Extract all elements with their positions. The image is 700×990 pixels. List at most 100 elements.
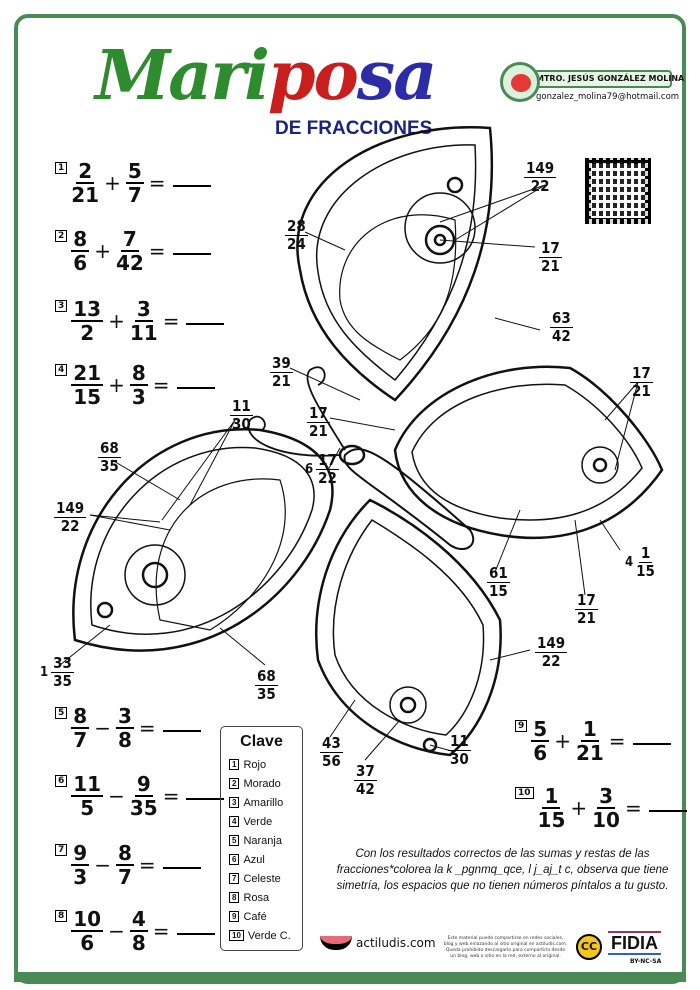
- qr-code-pattern: [585, 158, 651, 224]
- numerator: 4: [129, 907, 148, 932]
- answer-blank[interactable]: [176, 933, 215, 935]
- answer-blank[interactable]: [186, 323, 225, 325]
- cc-icon: CC: [576, 934, 602, 960]
- key-title: Clave: [240, 733, 283, 750]
- numerator: 11: [448, 732, 471, 751]
- answer-blank[interactable]: [172, 253, 211, 255]
- exercise-number: 1: [55, 162, 68, 174]
- operator: +: [104, 171, 121, 195]
- numerator: 17: [539, 239, 562, 258]
- key-number: 2: [229, 778, 240, 789]
- answer-blank[interactable]: [176, 387, 215, 389]
- denominator: 6: [533, 741, 548, 765]
- numerator: 11: [230, 397, 253, 416]
- key-number: 1: [229, 759, 240, 770]
- denominator: 7: [127, 183, 142, 207]
- numerator: 1: [580, 717, 599, 742]
- exercise-number: 4: [55, 364, 68, 376]
- numerator: 8: [115, 841, 134, 866]
- denominator: 6: [73, 251, 88, 275]
- page-title: Mariposa: [95, 36, 437, 116]
- denominator: 42: [356, 780, 375, 798]
- answer-blank[interactable]: [162, 867, 201, 869]
- denominator: 35: [257, 685, 276, 703]
- key-color: Verde C.: [247, 929, 291, 942]
- exercise-number: 8: [55, 910, 68, 922]
- equals-sign: =: [624, 796, 642, 820]
- denominator: 35: [100, 457, 119, 475]
- key-number: 10: [229, 930, 244, 941]
- whole-part: 6: [305, 462, 314, 477]
- numerator: 68: [98, 439, 121, 458]
- denominator: 30: [450, 750, 469, 768]
- numerator: 61: [487, 564, 510, 583]
- exercise-number: 9: [515, 720, 528, 732]
- author-email: gonzalez_molina79@hotmail.com: [536, 92, 680, 102]
- denominator: 22: [60, 517, 80, 535]
- numerator: 3: [597, 784, 616, 809]
- instructions: Con los resultados correctos de las suma…: [336, 848, 669, 892]
- upper-wing: [296, 126, 494, 402]
- numerator: 28: [285, 217, 308, 236]
- denominator: 30: [232, 415, 251, 433]
- denominator: 11: [129, 321, 158, 345]
- numerator: 9: [134, 772, 153, 797]
- answer-blank[interactable]: [632, 743, 671, 745]
- equals-sign: =: [152, 373, 170, 397]
- key-color: Amarillo: [243, 796, 284, 809]
- answer-blank[interactable]: [172, 185, 211, 187]
- exercise-number: 3: [55, 300, 68, 312]
- answer-blank[interactable]: [648, 810, 687, 812]
- denominator: 21: [541, 257, 560, 275]
- key-color: Naranja: [243, 834, 282, 847]
- right-wing: [393, 365, 664, 540]
- site-name: actiludis.com: [356, 936, 436, 950]
- denominator: 35: [129, 796, 158, 820]
- key-number: 9: [229, 911, 240, 922]
- operator: −: [108, 919, 125, 943]
- denominator: 15: [636, 562, 655, 580]
- numerator: 10: [71, 907, 104, 932]
- denominator: 22: [318, 469, 337, 487]
- denominator: 24: [287, 235, 306, 253]
- numerator: 149: [535, 634, 568, 653]
- equals-sign: =: [138, 853, 156, 877]
- key-number: 7: [229, 873, 240, 884]
- numerator: 17: [575, 591, 598, 610]
- key-number: 8: [229, 892, 240, 903]
- key-color: Morado: [243, 777, 281, 790]
- numerator: 63: [550, 309, 573, 328]
- answer-blank[interactable]: [186, 798, 225, 800]
- denominator: 2: [80, 321, 95, 345]
- numerator: 149: [54, 499, 87, 518]
- license-type: BY-NC-SA: [630, 958, 662, 965]
- numerator: 1: [638, 544, 653, 563]
- title-part: sa: [356, 36, 437, 116]
- denominator: 7: [73, 728, 88, 752]
- answer-blank[interactable]: [162, 730, 201, 732]
